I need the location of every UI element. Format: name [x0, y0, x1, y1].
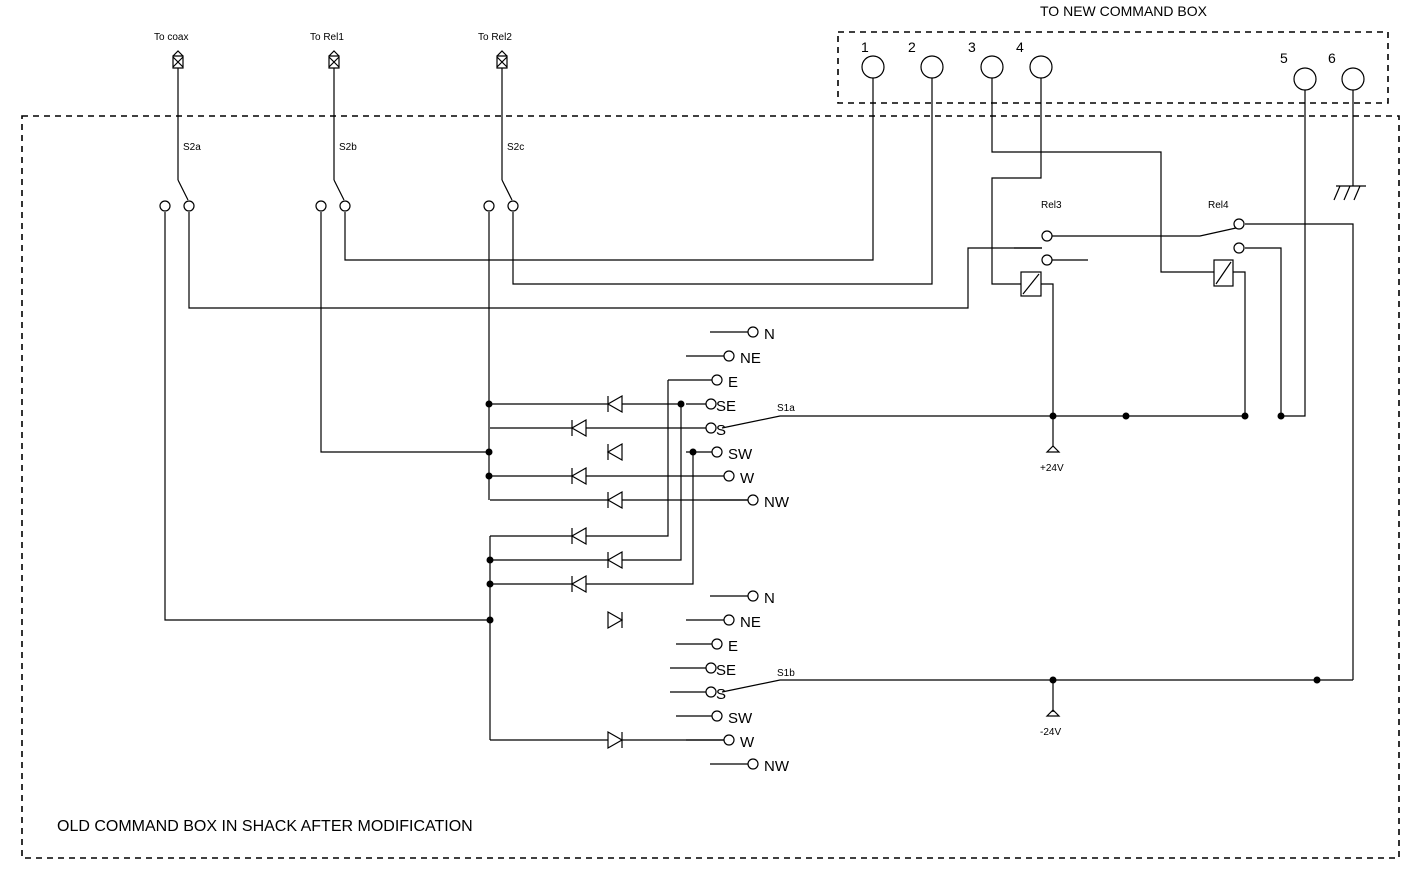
connector-label-rel2: To Rel2: [478, 32, 512, 43]
pin-6-terminal: [1341, 67, 1365, 91]
diode: [607, 730, 624, 750]
wire-pin1: [344, 78, 874, 261]
pin-3-terminal: [980, 55, 1004, 79]
wire-rel4-bottom: [1245, 247, 1282, 416]
pin-label-1: 1: [861, 39, 869, 55]
diode: [606, 550, 623, 570]
junction-dots: [485, 400, 1321, 684]
switch-label-s1b: S1b: [777, 668, 795, 679]
pin-label-4: 4: [1016, 39, 1024, 55]
pin-label-2: 2: [908, 39, 916, 55]
pin-label-6: 6: [1328, 50, 1336, 66]
pin-label-5: 5: [1280, 50, 1288, 66]
switch-wiper-s2c: [501, 179, 513, 201]
pin-1-terminal: [861, 55, 885, 79]
dir-a-n: N: [764, 326, 775, 343]
switch-wiper-s2a: [177, 179, 189, 201]
dir-a-e: E: [728, 374, 738, 391]
dir-a-sw: SW: [728, 446, 753, 463]
small-terminals: [159, 200, 1245, 770]
wire-s2b-left: [320, 212, 490, 453]
connector-coax: [172, 50, 184, 69]
dir-a-ne: NE: [740, 350, 761, 367]
relay-label-rel3: Rel3: [1041, 200, 1062, 211]
pin-2-terminal: [920, 55, 944, 79]
ground-symbol: [1333, 185, 1366, 201]
switch-label-s2c: S2c: [507, 142, 524, 153]
switch-label-s2b: S2b: [339, 142, 357, 153]
switch-label-s2a: S2a: [183, 142, 201, 153]
switch-wiper-s2b: [333, 179, 345, 201]
wire-pin3: [991, 78, 1214, 273]
old-command-box-title: OLD COMMAND BOX IN SHACK AFTER MODIFICAT…: [57, 818, 473, 835]
supply-minus-arrow: [1045, 709, 1061, 717]
wire-s1b-bus: [721, 679, 1353, 693]
dir-b-e: E: [728, 638, 738, 655]
connector-rel1: [328, 50, 340, 69]
connector-rel2: [496, 50, 508, 69]
pin-5-terminal: [1293, 67, 1317, 91]
connector-label-rel1: To Rel1: [310, 32, 344, 43]
wire-pin5: [1281, 90, 1306, 417]
wire-rel3-coil: [1041, 283, 1054, 416]
new-command-box-outline: [837, 31, 1389, 104]
supply-label-plus: +24V: [1040, 463, 1064, 474]
wire-s2a-to-rel3: [188, 212, 1042, 309]
dir-b-w: W: [740, 734, 755, 751]
diode: [606, 442, 623, 462]
dir-a-w: W: [740, 470, 755, 487]
diode: [570, 418, 587, 438]
dir-b-ne: NE: [740, 614, 761, 631]
old-command-box-outline: [21, 115, 1400, 859]
wire-rel3-to-rel4: [1052, 227, 1237, 237]
diode: [606, 490, 623, 510]
pin-label-3: 3: [968, 39, 976, 55]
wire-pin4: [991, 78, 1042, 285]
wire-rel4-top: [1245, 223, 1354, 680]
supply-label-minus: -24V: [1040, 727, 1061, 738]
dir-b-nw: NW: [764, 758, 790, 775]
dir-a-se: SE: [716, 398, 736, 415]
diodes: [570, 394, 624, 750]
wire-s2a-left: [164, 212, 490, 621]
diode: [570, 526, 587, 546]
wire-pin2: [512, 78, 933, 285]
diode: [606, 394, 623, 414]
diode: [570, 466, 587, 486]
wiring: [164, 68, 1366, 765]
connector-label-coax: To coax: [154, 32, 188, 43]
dir-b-s: S: [716, 686, 726, 703]
switch-label-s1a: S1a: [777, 403, 795, 414]
dir-b-sw: SW: [728, 710, 753, 727]
dir-a-s: S: [716, 422, 726, 439]
new-command-box-title: TO NEW COMMAND BOX: [1040, 3, 1208, 19]
relay-label-rel4: Rel4: [1208, 200, 1229, 211]
pin-4-terminal: [1029, 55, 1053, 79]
dir-a-nw: NW: [764, 494, 790, 511]
diode: [570, 574, 587, 594]
dir-b-n: N: [764, 590, 775, 607]
dir-b-se: SE: [716, 662, 736, 679]
wire-rel4-coil: [1233, 271, 1246, 416]
supply-plus-arrow: [1045, 445, 1061, 453]
diode: [607, 610, 624, 630]
relay-coil-rel3: [1020, 271, 1042, 297]
relay-coil-rel4: [1213, 259, 1234, 287]
wire-s1a-bus: [721, 415, 1245, 429]
